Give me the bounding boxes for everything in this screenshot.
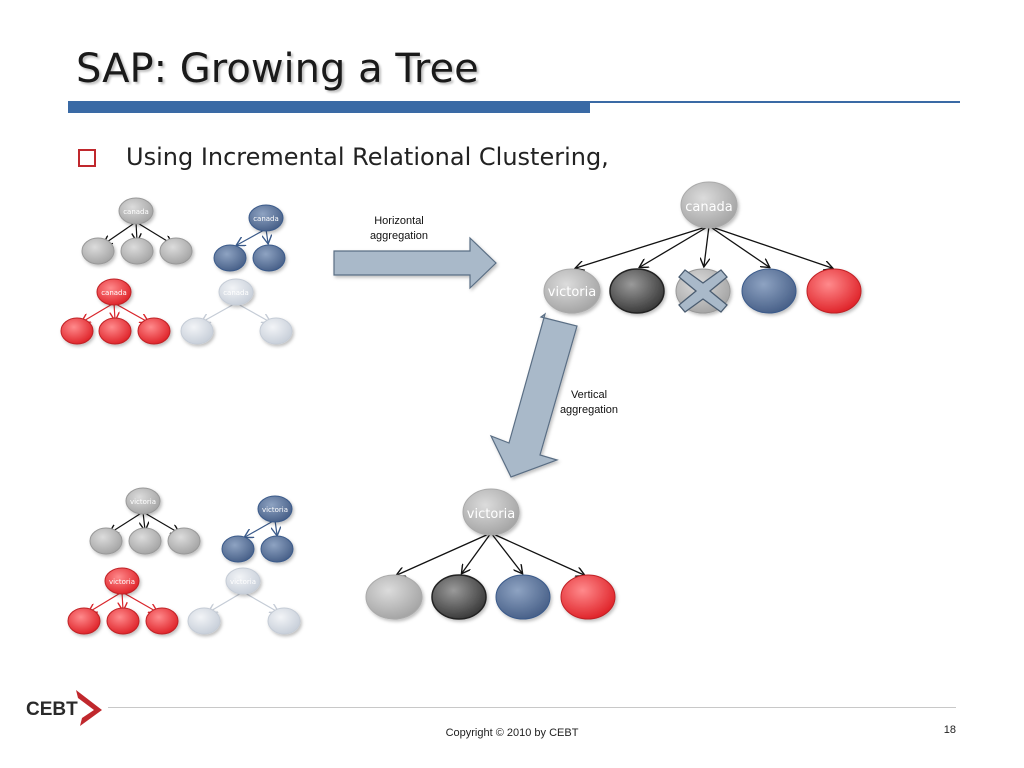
title-underline-rule bbox=[590, 101, 960, 103]
cebt-logo: CEBT bbox=[26, 690, 102, 726]
node-label: canada bbox=[253, 215, 279, 223]
merged-tree-canada: canada victoria bbox=[543, 181, 862, 314]
small-tree-gray-canada: canada bbox=[81, 197, 193, 265]
node-label: canada bbox=[123, 208, 149, 216]
node-label: victoria bbox=[130, 498, 156, 506]
small-tree-gray-victoria: victoria bbox=[89, 487, 201, 555]
bullet-square-icon bbox=[78, 149, 96, 167]
node-label: victoria bbox=[109, 578, 135, 586]
node-label: canada bbox=[223, 289, 249, 297]
node-label: victoria bbox=[262, 506, 288, 514]
removed-node-x-icon bbox=[678, 269, 728, 313]
copyright-text: Copyright © 2010 by CEBT bbox=[445, 727, 579, 739]
merged-tree-victoria: victoria bbox=[365, 488, 616, 620]
small-tree-pale-victoria: victoria bbox=[187, 567, 301, 635]
small-tree-pale-canada: canada bbox=[180, 278, 293, 345]
small-tree-red-victoria: victoria bbox=[67, 567, 179, 635]
horizontal-label-line2: aggregation bbox=[370, 230, 428, 242]
svg-text:CEBT: CEBT bbox=[26, 699, 78, 720]
horizontal-aggregation-arrow: Horizontal aggregation bbox=[333, 215, 497, 290]
vertical-label-line1: Vertical bbox=[571, 389, 607, 401]
small-tree-blue-victoria: victoria bbox=[221, 495, 294, 563]
title-underline-bar bbox=[68, 101, 590, 113]
small-tree-red-canada: canada bbox=[60, 278, 171, 345]
page-number: 18 bbox=[943, 724, 956, 736]
footer-rule bbox=[108, 707, 956, 708]
small-tree-blue-canada: canada bbox=[213, 204, 286, 272]
canada-root-label: canada bbox=[685, 200, 733, 215]
node-label: canada bbox=[101, 289, 127, 297]
slide-title: SAP: Growing a Tree bbox=[76, 46, 479, 92]
bullet-text: Using Incremental Relational Clustering, bbox=[126, 143, 609, 171]
node-label: victoria bbox=[230, 578, 256, 586]
victoria-root-label: victoria bbox=[467, 507, 515, 522]
victoria-child-label: victoria bbox=[548, 285, 596, 300]
horizontal-label-line1: Horizontal bbox=[374, 215, 424, 227]
vertical-label-line2: aggregation bbox=[560, 404, 618, 416]
vertical-aggregation-arrow: Vertical aggregation bbox=[489, 312, 618, 478]
